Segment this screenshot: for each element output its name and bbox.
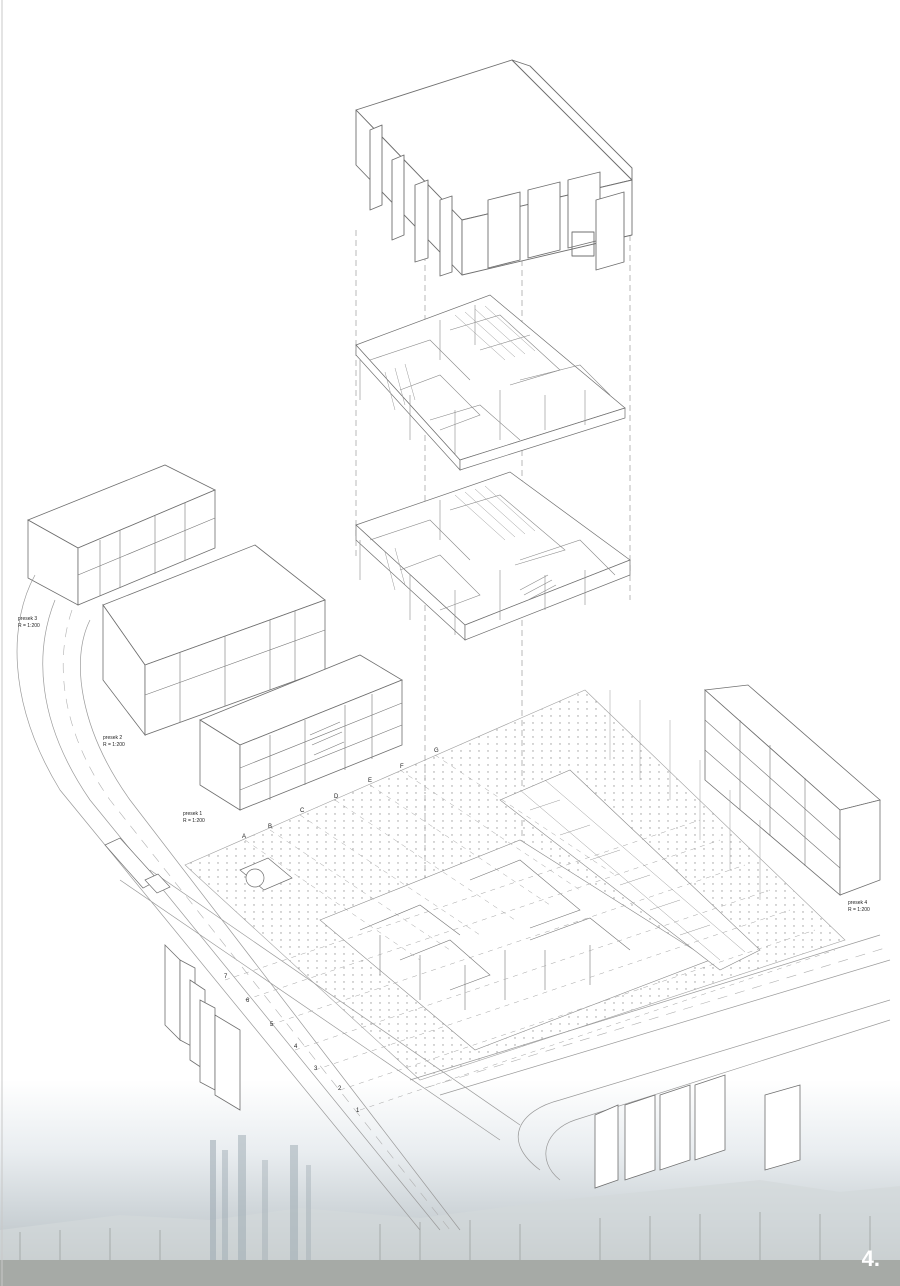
section-4-scale: R = 1:200 xyxy=(848,907,870,913)
axis-number-5: 5 xyxy=(270,1022,274,1028)
site-plan xyxy=(184,689,846,1081)
section-4-block xyxy=(704,684,881,896)
section-1-name: presek 1 xyxy=(183,811,202,817)
roof-block xyxy=(355,59,633,277)
axis-letter-a: A xyxy=(242,834,246,840)
section-2-scale: R = 1:200 xyxy=(103,742,125,748)
vehicles xyxy=(104,837,293,894)
axis-grid xyxy=(224,754,836,1111)
section-2-block xyxy=(102,544,326,737)
axis-number-labels: 1 2 3 4 5 6 7 xyxy=(224,974,360,1114)
foreground-slabs xyxy=(164,944,801,1189)
section-2-name: presek 2 xyxy=(103,735,122,741)
axis-number-7: 7 xyxy=(224,974,228,980)
section-3-block xyxy=(27,464,216,606)
axis-number-4: 4 xyxy=(294,1044,298,1050)
section-3-scale: R = 1:200 xyxy=(18,623,40,629)
axis-number-3: 3 xyxy=(314,1066,318,1072)
axis-letter-e: E xyxy=(368,778,372,784)
road-centerlines xyxy=(62,609,886,1231)
axis-number-6: 6 xyxy=(246,998,250,1004)
roads xyxy=(16,574,891,1231)
section-1-block xyxy=(199,654,403,811)
axis-letter-d: D xyxy=(334,794,339,800)
ground-floor-plan xyxy=(355,471,631,641)
section-1-scale: R = 1:200 xyxy=(183,818,205,824)
upper-floor-plan xyxy=(355,294,626,471)
landscape-silhouette xyxy=(0,1135,900,1286)
section-4-name: presek 4 xyxy=(848,900,867,906)
axis-letter-f: F xyxy=(400,764,404,770)
page-number: 4. xyxy=(861,1246,880,1271)
axis-letter-g: G xyxy=(434,748,439,754)
axis-letter-labels: A B C D E F G xyxy=(242,748,439,840)
axis-number-1: 1 xyxy=(356,1108,360,1114)
section-3-name: presek 3 xyxy=(18,616,37,622)
section-labels: presek 3 R = 1:200 presek 2 R = 1:200 pr… xyxy=(18,616,870,913)
axis-letter-c: C xyxy=(300,808,305,814)
axis-number-2: 2 xyxy=(338,1086,342,1092)
axis-letter-b: B xyxy=(268,824,272,830)
